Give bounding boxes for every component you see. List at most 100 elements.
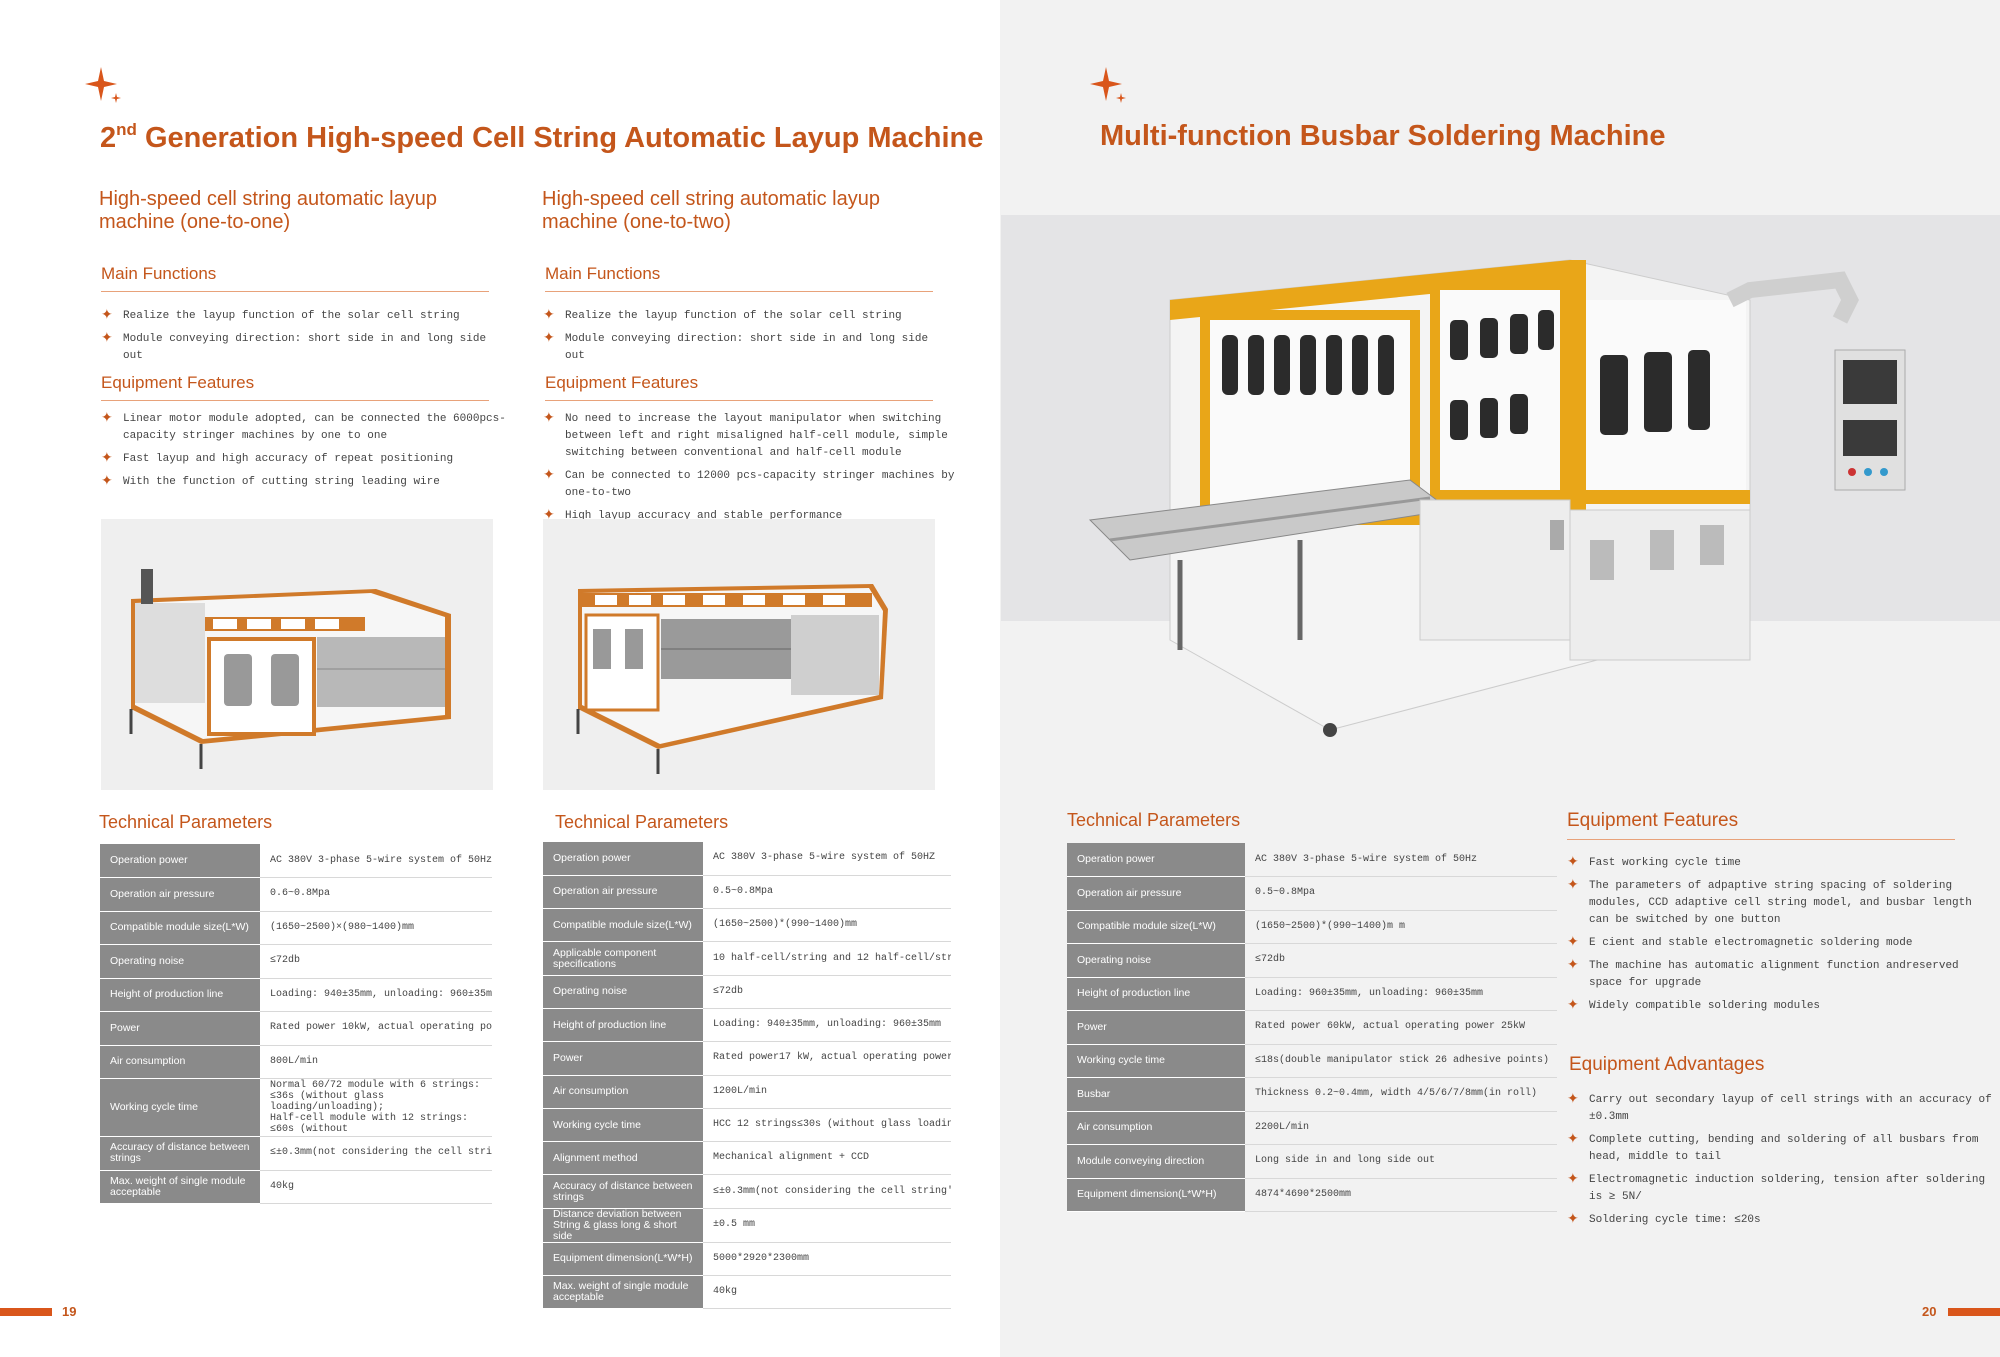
param-name: Compatible module size(L*W) bbox=[543, 908, 703, 943]
param-name: Air consumption bbox=[543, 1075, 703, 1109]
param-value: Normal 60/72 module with 6 strings: ≤36s… bbox=[260, 1078, 492, 1137]
table-row: Equipment dimension(L*W*H)5000*2920*2300… bbox=[543, 1242, 951, 1277]
busbar-soldering-machine-photo bbox=[1050, 240, 1950, 740]
param-value: Long side in and long side out bbox=[1245, 1144, 1557, 1179]
list-item: The parameters of adpaptive string spaci… bbox=[1567, 877, 1977, 929]
param-value: Mechanical alignment + CCD bbox=[703, 1141, 951, 1176]
param-name: Power bbox=[1067, 1010, 1245, 1045]
sparkle-icon bbox=[85, 67, 121, 103]
main-functions-heading: Main Functions bbox=[545, 264, 933, 292]
list-item: The machine has automatic alignment func… bbox=[1567, 957, 1977, 992]
param-name: Working cycle time bbox=[543, 1108, 703, 1143]
param-name: Compatible module size(L*W) bbox=[1067, 910, 1245, 944]
param-value: 5000*2920*2300mm bbox=[703, 1242, 951, 1277]
subtitle-one-to-two: High-speed cell string automatic layup m… bbox=[542, 188, 880, 233]
param-name: Air consumption bbox=[1067, 1111, 1245, 1145]
list-item: Electromagnetic induction soldering, ten… bbox=[1567, 1171, 1997, 1206]
list-item: Can be connected to 12000 pcs-capacity s… bbox=[543, 467, 983, 502]
param-value: ±0.5 mm bbox=[703, 1208, 951, 1243]
param-name: Operation power bbox=[543, 842, 703, 876]
list-item: Fast working cycle time bbox=[1567, 854, 1977, 872]
equipment-features-list: No need to increase the layout manipulat… bbox=[543, 410, 983, 531]
param-name: Operating noise bbox=[543, 975, 703, 1009]
table-row: Working cycle time≤18s(double manipulato… bbox=[1067, 1044, 1557, 1078]
table-row: Operating noise≤72db bbox=[1067, 943, 1557, 978]
table-row: Operating noise≤72db bbox=[100, 944, 492, 979]
main-functions-list: Realize the layup function of the solar … bbox=[101, 307, 501, 371]
sparkle-icon bbox=[1090, 67, 1126, 103]
param-name: Operating noise bbox=[1067, 943, 1245, 978]
list-item: Realize the layup function of the solar … bbox=[543, 307, 943, 325]
param-name: Height of production line bbox=[543, 1008, 703, 1043]
param-name: Equipment dimension(L*W*H) bbox=[543, 1242, 703, 1277]
param-value: Thickness 0.2~0.4mm, width 4/5/6/7/8mm(i… bbox=[1245, 1077, 1557, 1112]
equipment-features-list: Linear motor module adopted, can be conn… bbox=[101, 410, 521, 497]
param-name: Module conveying direction bbox=[1067, 1144, 1245, 1179]
param-value: ≤±0.3mm(not considering the cell string'… bbox=[703, 1174, 951, 1209]
param-value: Loading: 960±35mm, unloading: 960±35mm bbox=[1245, 977, 1557, 1011]
param-name: Operation power bbox=[100, 844, 260, 878]
list-item: Soldering cycle time: ≤20s bbox=[1567, 1211, 1997, 1229]
param-value: 2200L/min bbox=[1245, 1111, 1557, 1145]
main-functions-list: Realize the layup function of the solar … bbox=[543, 307, 943, 371]
param-value: ≤18s(double manipulator stick 26 adhesiv… bbox=[1245, 1044, 1557, 1078]
page-bar-left bbox=[0, 1308, 52, 1316]
param-name: Operation power bbox=[1067, 843, 1245, 877]
param-name: Power bbox=[100, 1011, 260, 1046]
equipment-features-heading: Equipment Features bbox=[1567, 810, 1955, 840]
table-row: Distance deviation between String & glas… bbox=[543, 1208, 951, 1243]
list-item: Widely compatible soldering modules bbox=[1567, 997, 1977, 1015]
param-name: Applicable component specifications bbox=[543, 941, 703, 976]
list-item: Carry out secondary layup of cell string… bbox=[1567, 1091, 1997, 1126]
list-item: Realize the layup function of the solar … bbox=[101, 307, 501, 325]
param-value: Rated power17 kW, actual operating power… bbox=[703, 1041, 951, 1076]
param-value: 0.5~0.8Mpa bbox=[703, 875, 951, 910]
param-value: Rated power 60kW, actual operating power… bbox=[1245, 1010, 1557, 1045]
param-value: (1650~2500)*(990~1400)mm bbox=[703, 908, 951, 943]
param-name: Power bbox=[543, 1041, 703, 1076]
param-name: Compatible module size(L*W) bbox=[100, 911, 260, 945]
param-value: AC 380V 3-phase 5-wire system of 50Hz bbox=[260, 844, 492, 878]
list-item: E cient and stable electromagnetic solde… bbox=[1567, 934, 1977, 952]
page-title-left: 2nd Generation High-speed Cell String Au… bbox=[100, 120, 984, 154]
param-name: Accuracy of distance between strings bbox=[543, 1174, 703, 1209]
table-row: Compatible module size(L*W)(1650~2500)*(… bbox=[543, 908, 951, 943]
technical-parameters-heading: Technical Parameters bbox=[1067, 810, 1241, 830]
equipment-features-heading: Equipment Features bbox=[101, 373, 489, 401]
param-value: ≤72db bbox=[1245, 943, 1557, 978]
table-row: Accuracy of distance between strings≤±0.… bbox=[543, 1174, 951, 1209]
param-name: Accuracy of distance between strings bbox=[100, 1136, 260, 1171]
param-name: Operation air pressure bbox=[1067, 876, 1245, 911]
param-value: 40kg bbox=[260, 1170, 492, 1204]
page-bar-right bbox=[1948, 1308, 2000, 1316]
list-item: With the function of cutting string lead… bbox=[101, 473, 521, 491]
param-name: Height of production line bbox=[100, 978, 260, 1012]
param-value: 40kg bbox=[703, 1275, 951, 1310]
equipment-features-list: Fast working cycle timeThe parameters of… bbox=[1567, 854, 1977, 1021]
param-name: Max. weight of single module acceptable bbox=[543, 1275, 703, 1310]
layup-machine-one-to-two-photo bbox=[543, 519, 935, 790]
list-item: Module conveying direction: short side i… bbox=[543, 330, 943, 365]
param-value: Loading: 940±35mm, unloading: 960±35mm bbox=[703, 1008, 951, 1043]
list-item: Fast layup and high accuracy of repeat p… bbox=[101, 450, 521, 468]
param-value: HCC 12 strings≤30s (without glass loadin… bbox=[703, 1108, 951, 1143]
